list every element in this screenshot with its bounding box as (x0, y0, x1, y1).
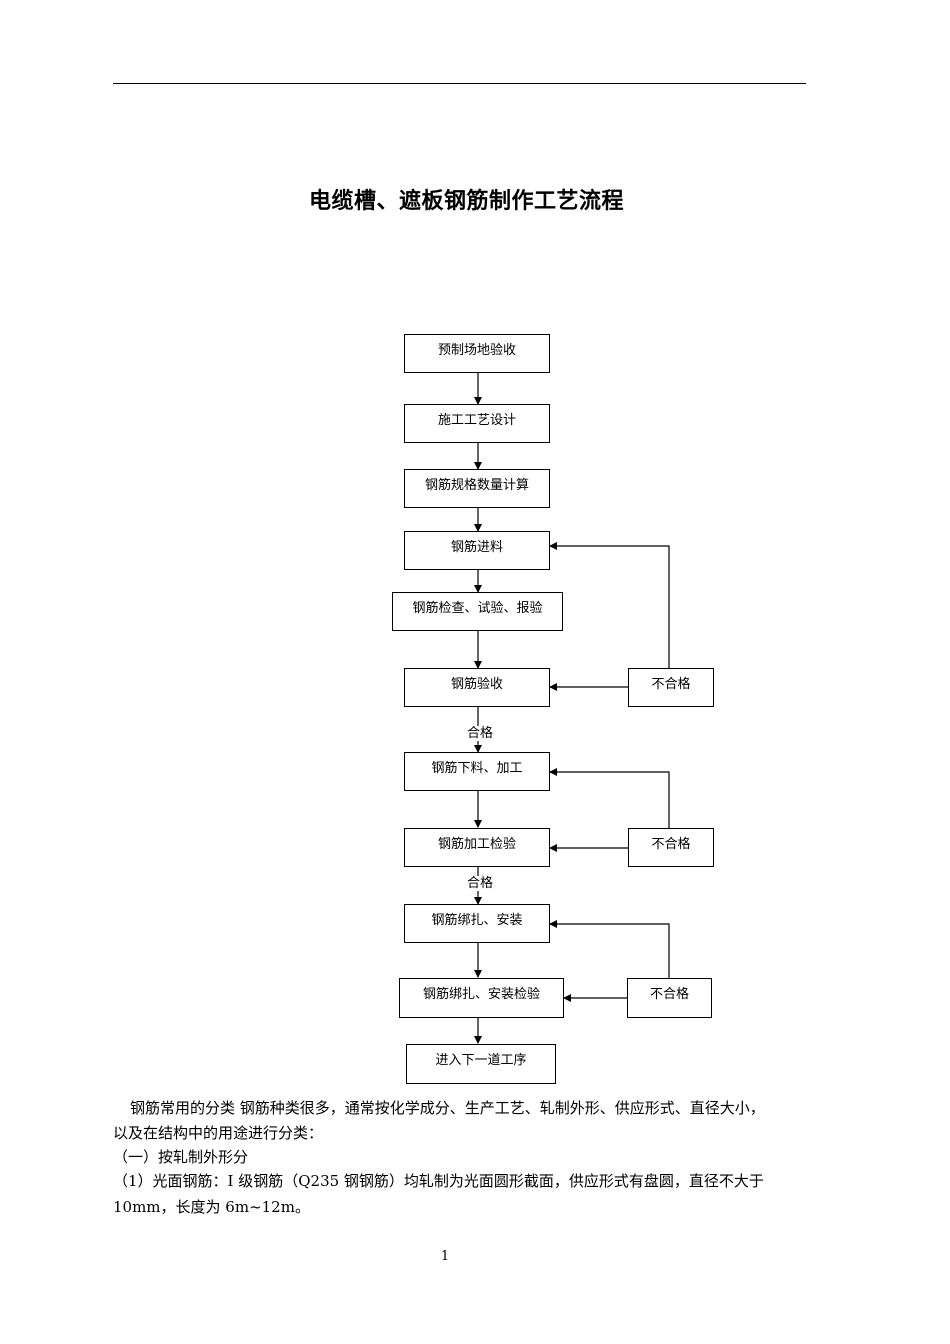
paragraph-3-cont: 10mm，长度为 6m~12m。 (113, 1198, 310, 1216)
paragraph-2: （一）按轧制外形分 (113, 1148, 249, 1166)
loop-arrow-2 (549, 768, 670, 828)
page-title: 电缆槽、遮板钢筋制作工艺流程 (308, 189, 624, 214)
step-cutting-processing: 钢筋下料、加工 (404, 752, 550, 791)
fail-box-3: 不合格 (627, 978, 712, 1018)
loop-arrow-3 (549, 920, 670, 979)
paragraph-1-cont: 以及在结构中的用途进行分类： (113, 1124, 324, 1142)
paragraph-3: （1）光面钢筋：I 级钢筋（Q235 钢钢筋）均轧制为光面圆形截面，供应形式有盘… (113, 1172, 764, 1190)
step-inspection-test: 钢筋检查、试验、报验 (392, 592, 563, 631)
page-number: 1 (440, 1249, 450, 1264)
step-binding-install: 钢筋绑扎、安装 (404, 904, 550, 943)
step-rebar-acceptance: 钢筋验收 (404, 668, 550, 707)
pass-label-2: 合格 (466, 876, 495, 891)
step-process-design: 施工工艺设计 (404, 404, 550, 443)
step-next-process: 进入下一道工序 (406, 1044, 556, 1084)
fail-box-1: 不合格 (628, 668, 714, 707)
step-site-acceptance: 预制场地验收 (404, 334, 550, 373)
loop-arrow-1 (549, 542, 670, 668)
paragraph-1: 钢筋常用的分类 钢筋种类很多，通常按化学成分、生产工艺、轧制外形、供应形式、直径… (130, 1099, 765, 1117)
fail-box-2: 不合格 (628, 828, 714, 867)
header-rule (113, 83, 806, 84)
step-material-intake: 钢筋进料 (404, 531, 550, 570)
step-binding-check: 钢筋绑扎、安装检验 (399, 978, 564, 1018)
pass-label-1: 合格 (466, 726, 495, 741)
step-processing-check: 钢筋加工检验 (404, 828, 550, 867)
step-quantity-calc: 钢筋规格数量计算 (404, 469, 550, 508)
